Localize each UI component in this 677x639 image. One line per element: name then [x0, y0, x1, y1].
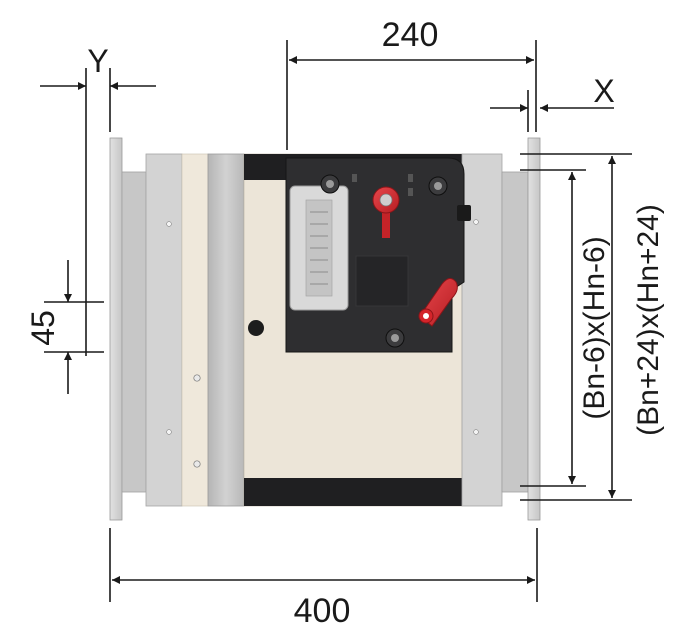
dim-y-label: Y — [87, 43, 108, 79]
indicator-ticks — [310, 211, 328, 285]
frame-rivet — [166, 221, 172, 227]
dimension-lines — [40, 40, 632, 602]
side-latch — [457, 205, 471, 221]
housing-slot — [352, 174, 357, 182]
bottom-seal-bar — [244, 478, 462, 506]
frame-rivet — [193, 374, 201, 382]
housing-screw — [385, 328, 405, 348]
plate-knob — [248, 320, 264, 336]
frame-rivet — [193, 460, 201, 468]
housing-screw — [428, 176, 448, 196]
frame-rivet — [473, 219, 479, 225]
insulation-strip — [181, 153, 209, 507]
dim-400-label: 400 — [294, 592, 351, 630]
housing-screw — [320, 174, 340, 194]
right-sleeve — [501, 171, 529, 493]
left-sleeve — [121, 171, 147, 493]
red-lever — [418, 278, 458, 327]
housing-slot — [408, 174, 413, 182]
dim-outer-label: (Bn+24)x(Hn+24) — [632, 204, 665, 436]
frame-rivet — [166, 429, 172, 435]
dim-240-label: 240 — [382, 16, 439, 54]
left-frame — [145, 153, 183, 507]
dim-inner-label: (Bn-6)x(Hn-6) — [578, 236, 611, 419]
release-mechanism — [285, 157, 471, 353]
left-flange — [109, 137, 123, 521]
dim-45-label: 45 — [25, 310, 61, 346]
dim-x-label: X — [593, 73, 614, 109]
red-knob — [372, 186, 400, 238]
right-flange — [527, 137, 541, 521]
housing-slot — [408, 188, 413, 196]
frame-rivet — [473, 429, 479, 435]
actuator-panel — [355, 255, 409, 307]
galvanized-strip — [207, 153, 245, 507]
